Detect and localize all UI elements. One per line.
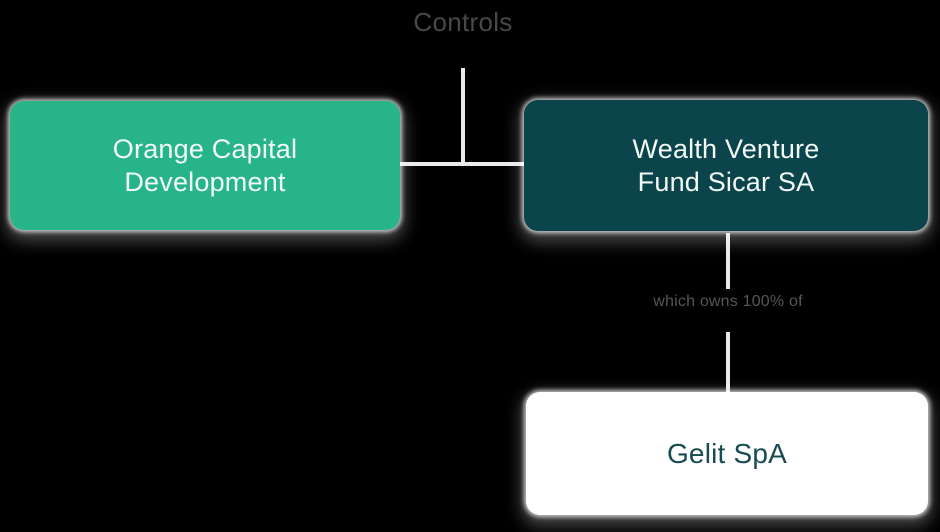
- connector-ownership-upper: [726, 233, 730, 289]
- node-label: Gelit SpA: [666, 438, 788, 469]
- connector-between-top-nodes: [400, 162, 524, 166]
- ownership-percentage-label: which owns 100% of: [653, 293, 803, 310]
- node-label-line1: Wealth Venture: [632, 133, 820, 164]
- node-wealth-venture-fund-sicar-sa: Wealth Venture Fund Sicar SA: [524, 100, 928, 231]
- node-label-line1: Orange Capital: [112, 133, 298, 164]
- node-label-line2: Development: [124, 166, 286, 197]
- connector-ownership-lower: [726, 332, 730, 393]
- node-label-line2: Fund Sicar SA: [637, 166, 815, 197]
- node-orange-capital-development: Orange Capital Development: [10, 101, 400, 230]
- controls-label: Controls: [413, 7, 513, 37]
- node-gelit-spa: Gelit SpA: [526, 392, 928, 515]
- connector-controls-vertical: [461, 68, 465, 165]
